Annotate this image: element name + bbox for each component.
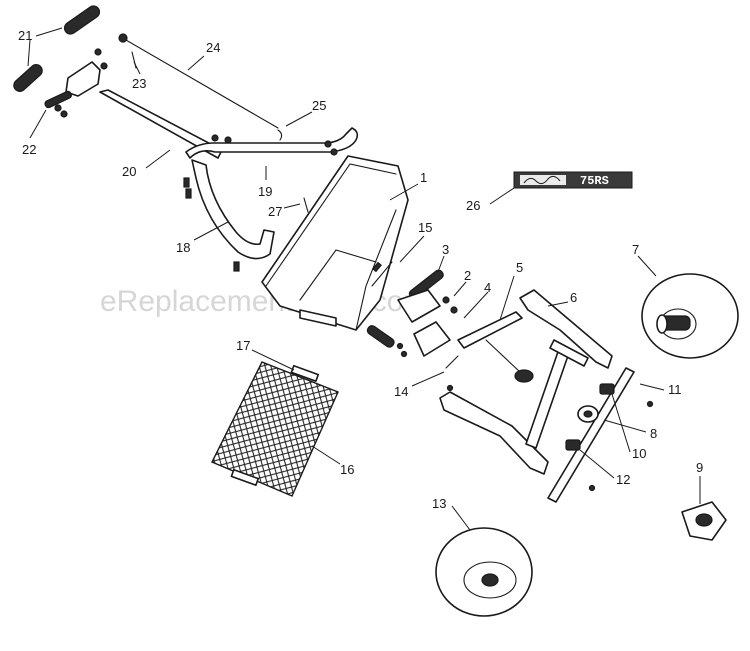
part-14-clip: [445, 355, 459, 392]
callout-17: 17: [236, 338, 250, 353]
callout-19: 19: [258, 184, 272, 199]
part-18-lower-handle: [183, 159, 275, 272]
callout-16: 16: [340, 462, 354, 477]
callout-25: 25: [312, 98, 326, 113]
leader-lines: [27, 27, 701, 531]
callout-26: 26: [466, 198, 480, 213]
callout-18: 18: [176, 240, 190, 255]
callout-27: 27: [268, 204, 282, 219]
part-26-decal: 75RS: [513, 171, 633, 189]
callout-14: 14: [394, 384, 408, 399]
part-7-wheel: [641, 273, 739, 359]
callout-9: 9: [696, 460, 703, 475]
part-5-spinner-shaft: [457, 311, 534, 383]
callout-23: 23: [132, 76, 146, 91]
callout-13: 13: [432, 496, 446, 511]
callout-8: 8: [650, 426, 657, 441]
callout-12: 12: [616, 472, 630, 487]
callout-4: 4: [484, 280, 491, 295]
callout-10: 10: [632, 446, 646, 461]
decal-model-text: 75RS: [580, 174, 609, 188]
callout-3: 3: [442, 242, 449, 257]
callout-labels: 21 22 23 24 25 20 19 18 27 1 15 3 2 4 5 …: [18, 28, 703, 511]
part-21-handle-grips: [13, 5, 101, 92]
part-24-control-rod: [118, 33, 279, 129]
part-16-screen-grate: [211, 361, 339, 497]
callout-22: 22: [22, 142, 36, 157]
callout-1: 1: [420, 170, 427, 185]
callout-15: 15: [418, 220, 432, 235]
part-9-gear-cover: [681, 501, 727, 541]
part-19-handle-crossbar: [185, 127, 359, 159]
part-10-spring: [599, 383, 615, 395]
part-6-frame: [439, 289, 613, 475]
callout-11: 11: [668, 382, 682, 397]
part-13-wheel: [435, 527, 533, 617]
part-25-clip: [277, 129, 283, 141]
callout-5: 5: [516, 260, 523, 275]
part-8-hub: [577, 405, 599, 423]
part-4-plate: [366, 325, 408, 358]
part-11-axle: [547, 367, 654, 503]
callout-2: 2: [464, 268, 471, 283]
callout-7: 7: [632, 242, 639, 257]
part-1-hopper: [261, 155, 409, 331]
callout-24: 24: [206, 40, 220, 55]
part-12-spring: [565, 439, 581, 451]
part-22-control-assembly: [44, 48, 108, 118]
callout-20: 20: [122, 164, 136, 179]
part-27-bolt: [303, 197, 309, 213]
part-2-bracket: [397, 289, 458, 357]
callout-21: 21: [18, 28, 32, 43]
part-15-agitator: [371, 261, 393, 287]
callout-6: 6: [570, 290, 577, 305]
